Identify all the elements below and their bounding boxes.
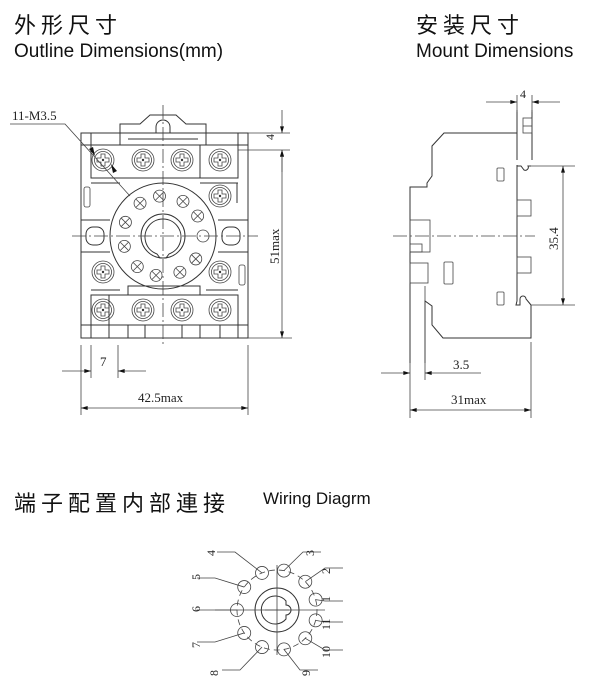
wiring-pins: 1 2 3 4 5 6 7 8 9 10 11 xyxy=(189,550,343,676)
pin-hole xyxy=(176,194,190,208)
pin-leader-3 xyxy=(283,551,321,571)
pin-label: 11 xyxy=(319,618,333,630)
pin-hole xyxy=(119,215,132,229)
pin-label: 8 xyxy=(207,670,221,676)
pin-hole xyxy=(189,252,203,266)
pin-2 xyxy=(298,574,313,589)
dim-width: 42.5max xyxy=(138,390,184,405)
pin-7 xyxy=(237,626,252,640)
pin-leader-9 xyxy=(283,649,318,671)
mount-view: 4 35.4 3.5 31max xyxy=(381,87,575,418)
outline-view: 11-M3.5 4 51max 7 42.5max xyxy=(10,105,292,415)
pin-hole xyxy=(117,239,131,253)
pin-hole xyxy=(173,265,187,279)
pin-leader-11 xyxy=(315,619,343,623)
dim-height: 51max xyxy=(267,228,282,264)
pin-label: 4 xyxy=(204,550,218,556)
pin-label: 2 xyxy=(319,568,333,574)
mount-title-en: Mount Dimensions xyxy=(416,41,574,62)
socket-body xyxy=(80,132,249,339)
pin-label: 6 xyxy=(189,606,203,612)
pin-hole xyxy=(191,209,205,223)
mount-dim-top-tab: 4 xyxy=(520,87,526,101)
thread-callout: 11-M3.5 xyxy=(12,108,57,123)
pin-4 xyxy=(255,566,269,580)
screw-icon xyxy=(208,298,232,322)
pin-label: 5 xyxy=(189,574,203,580)
pin-1 xyxy=(308,592,323,607)
pin-leader-7 xyxy=(197,632,245,643)
mount-dim-rail: 35.4 xyxy=(546,227,561,250)
pin-11 xyxy=(308,613,323,628)
wiring-title-en: Wiring Diagrm xyxy=(263,489,371,508)
pin-leader-10 xyxy=(305,637,343,651)
wiring-view: 1 2 3 4 5 6 7 8 9 10 11 xyxy=(189,550,343,676)
pin-leader-2 xyxy=(305,567,343,583)
wiring-title-cn: 端子配置内部連接 xyxy=(14,492,231,517)
pin-label: 9 xyxy=(299,670,313,676)
mount-dim-offset: 3.5 xyxy=(453,357,469,372)
screw-icon xyxy=(131,298,155,322)
screw-icon xyxy=(91,148,115,172)
pin-3 xyxy=(277,563,291,578)
pin-leader-8 xyxy=(222,646,263,671)
pin-leader-5 xyxy=(197,577,245,588)
pin-5 xyxy=(237,580,252,594)
pin-leader-4 xyxy=(217,551,263,574)
screw-icon xyxy=(208,148,232,172)
screw-icon xyxy=(91,298,115,322)
pin-hole xyxy=(133,196,147,210)
pin-leader-1 xyxy=(315,599,343,602)
pin-label: 1 xyxy=(319,596,333,602)
screw-icon xyxy=(208,260,232,284)
pin-label: 3 xyxy=(303,550,317,556)
pin-8 xyxy=(255,640,269,654)
screw-icon xyxy=(208,184,232,208)
dim-top-tab: 4 xyxy=(263,134,277,140)
pin-hole xyxy=(153,189,166,203)
mount-title-cn: 安装尺寸 xyxy=(416,14,525,39)
pin-hole xyxy=(149,268,163,282)
outline-title-en: Outline Dimensions(mm) xyxy=(14,41,224,62)
screw-icon xyxy=(170,148,194,172)
mount-profile xyxy=(409,132,532,363)
pin-label: 7 xyxy=(189,642,203,648)
screw-icon xyxy=(131,148,155,172)
mount-dim-depth: 31max xyxy=(451,392,487,407)
pin-9 xyxy=(277,642,291,657)
pin-10 xyxy=(298,631,313,646)
screw-icon xyxy=(91,260,115,284)
screw-icon xyxy=(170,298,194,322)
dim-pitch: 7 xyxy=(100,354,107,369)
pin-label: 10 xyxy=(319,646,333,658)
pin-hole xyxy=(130,260,144,274)
outline-title-cn: 外形尺寸 xyxy=(14,14,123,39)
